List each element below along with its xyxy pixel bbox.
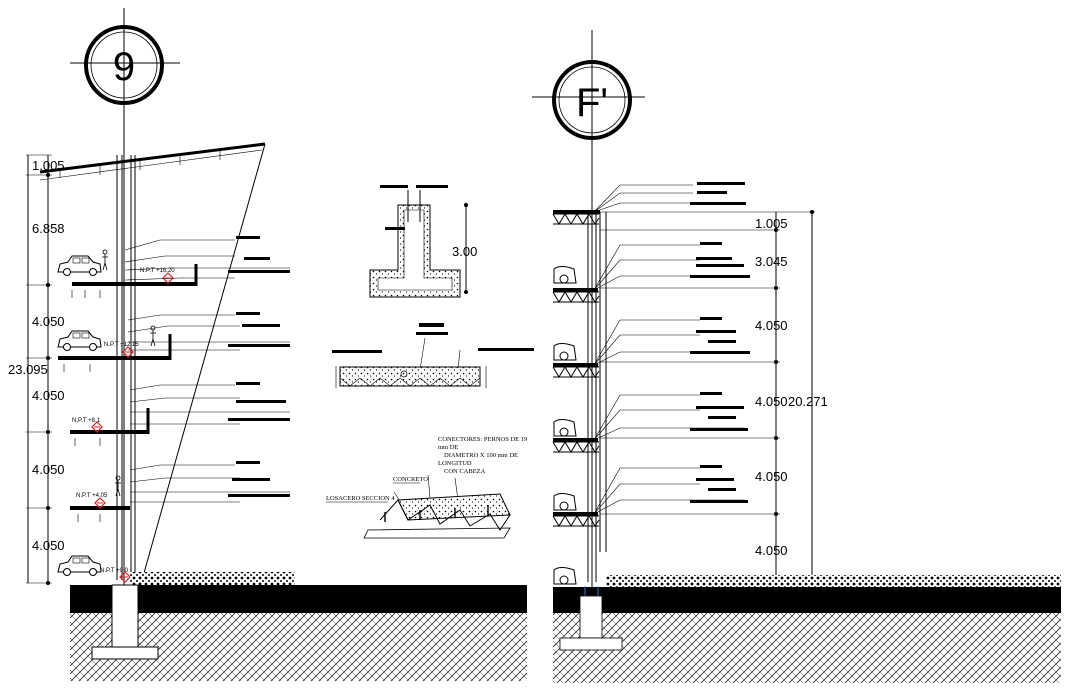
axis-bubble-9: 9 bbox=[70, 8, 180, 600]
car-icon bbox=[57, 330, 102, 351]
level-markers-9: N.P.T +16.20 N.P.T +12.15 N.P.T +8.1 N.P… bbox=[72, 268, 175, 583]
dimension-value: 6.858 bbox=[32, 221, 65, 236]
total-dimension: 20.271 bbox=[788, 394, 828, 409]
car-icon bbox=[553, 343, 577, 361]
ground-f bbox=[553, 575, 1061, 683]
dimension-value: 1.005 bbox=[32, 158, 65, 173]
dimension-value: 3.045 bbox=[755, 254, 788, 269]
ground-9 bbox=[70, 572, 527, 681]
vehicles-9 bbox=[57, 249, 157, 576]
connectors-note-line: DIAMETRO X 100 mm DE bbox=[444, 452, 518, 459]
car-icon bbox=[57, 555, 102, 576]
dimension-value: 4.050 bbox=[32, 462, 65, 477]
dimension-line-f: 1.005 3.045 4.050 4.050 4.050 4.050 20.2… bbox=[600, 210, 828, 580]
dimension-value: 4.050 bbox=[32, 388, 65, 403]
axis-label-f: F' bbox=[576, 81, 608, 125]
deck-section-detail bbox=[332, 323, 534, 388]
floor-slabs-f bbox=[552, 210, 600, 527]
person-icon bbox=[114, 475, 122, 497]
dimension-value: 4.050 bbox=[32, 314, 65, 329]
car-icon bbox=[553, 266, 577, 284]
level-label: N.P.T +12.15 bbox=[104, 342, 139, 348]
car-icon bbox=[553, 567, 577, 585]
footing-height: 3.00 bbox=[452, 244, 477, 259]
roof-truss bbox=[39, 142, 266, 581]
total-dimension: 23.095 bbox=[8, 362, 48, 377]
connectors-note-line: CONECTORES: PERNOS DE 19 bbox=[438, 436, 527, 443]
axis-label-9: 9 bbox=[113, 45, 135, 89]
vehicles-f bbox=[553, 266, 577, 585]
level-label: N.P.T +0.0 bbox=[100, 568, 129, 574]
car-icon bbox=[57, 255, 102, 276]
connectors-detail: CONECTORES: PERNOS DE 19 mm DE DIAMETRO … bbox=[326, 436, 527, 539]
dimension-value: 4.050 bbox=[755, 394, 788, 409]
concrete-label: CONCRETO bbox=[393, 476, 428, 483]
connectors-note-line: mm DE bbox=[438, 444, 458, 451]
axis-bubble-f: F' bbox=[532, 30, 645, 600]
dimension-value: 4.050 bbox=[755, 469, 788, 484]
dimension-line-9: 1.005 6.858 4.050 4.050 4.050 4.050 23.0… bbox=[8, 154, 65, 585]
floor-slabs-9 bbox=[58, 264, 198, 522]
columns-9 bbox=[116, 155, 136, 580]
level-label: N.P.T +16.20 bbox=[140, 268, 175, 274]
dimension-value: 1.005 bbox=[755, 216, 788, 231]
section-axis-f: F' bbox=[532, 30, 1061, 683]
connectors-note-line: LONGITUD bbox=[438, 460, 472, 467]
car-icon bbox=[553, 493, 577, 511]
dimension-value: 4.050 bbox=[755, 318, 788, 333]
level-label: N.P.T +4.05 bbox=[76, 493, 108, 499]
footing-detail: 3.00 bbox=[369, 185, 477, 298]
person-icon bbox=[149, 325, 157, 347]
connectors-note-line: CON CABEZA bbox=[444, 468, 486, 475]
person-icon bbox=[101, 249, 109, 271]
annotation-leaders-f bbox=[593, 182, 750, 515]
deck-label: LOSACERO SECCION 4 bbox=[326, 495, 395, 502]
dimension-value: 4.050 bbox=[32, 538, 65, 553]
dimension-value: 4.050 bbox=[755, 543, 788, 558]
details: 3.00 CONECTORES: PERNOS DE 19 mm DE DIAM… bbox=[326, 185, 534, 539]
annotation-leaders-9 bbox=[124, 236, 290, 503]
car-icon bbox=[553, 419, 577, 437]
level-label: N.P.T +8.1 bbox=[72, 418, 101, 424]
section-axis-9: 9 bbox=[8, 8, 527, 681]
